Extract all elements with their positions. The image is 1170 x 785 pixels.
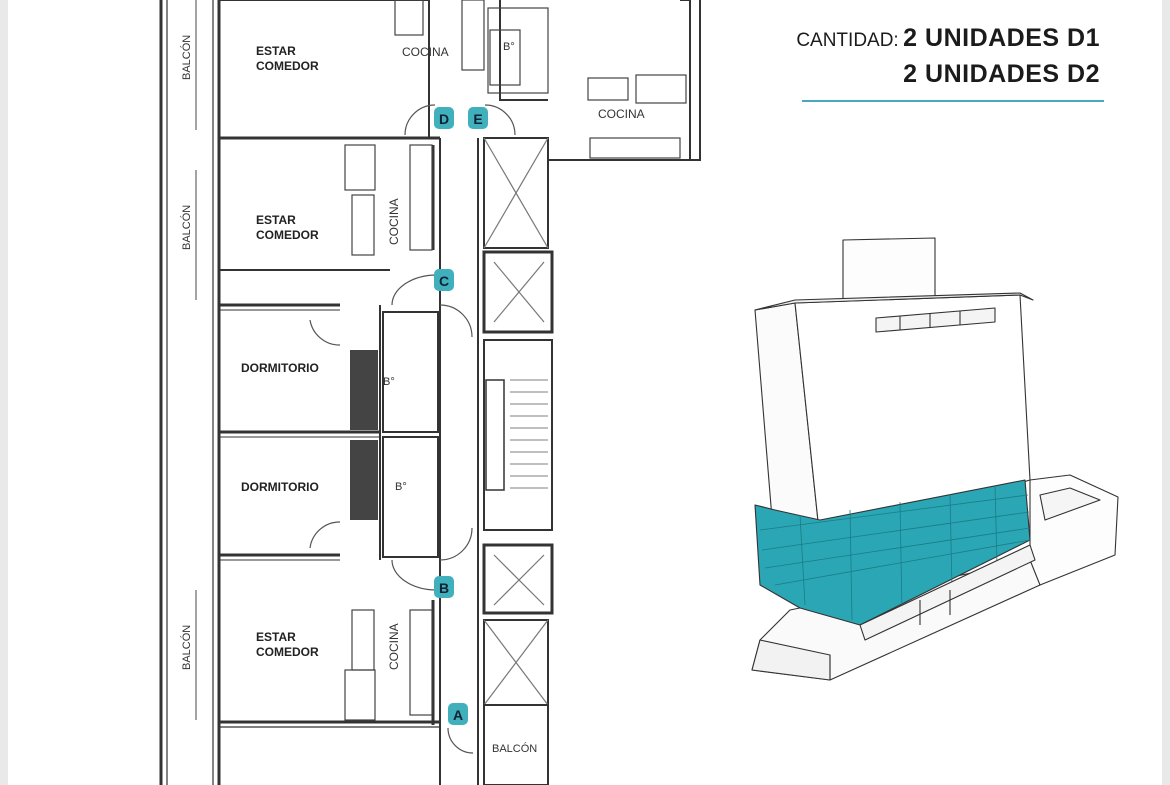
quantity-label: CANTIDAD: <box>796 30 899 51</box>
building-3d <box>751 237 1119 681</box>
unit-badge-a: A <box>448 703 468 725</box>
unit-badges: D E C B A <box>434 107 488 725</box>
room-label: COCINA <box>598 107 645 121</box>
room-label: B° <box>503 41 515 53</box>
room-label: COMEDOR <box>256 59 319 73</box>
quantity-line-2: 2 UNIDADES D2 <box>796 58 1100 94</box>
unit-badge-e: E <box>468 107 488 129</box>
quantity-line-1: CANTIDAD: 2 UNIDADES D1 <box>796 22 1100 58</box>
accent-divider <box>802 100 1104 102</box>
room-label: COCINA <box>387 198 401 245</box>
room-label: ESTAR <box>256 213 296 227</box>
quantity-value-d1: 2 UNIDADES D1 <box>903 24 1100 52</box>
unit-badge-d: D <box>434 107 454 129</box>
room-label: DORMITORIO <box>241 361 319 375</box>
quantity-value-d2: 2 UNIDADES D2 <box>903 60 1100 88</box>
unit-badge-b: B <box>434 576 454 598</box>
plan-walls <box>159 0 701 785</box>
balcony-label: BALCÓN <box>180 625 193 670</box>
room-label: COCINA <box>402 45 449 59</box>
balcony-label: BALCÓN <box>180 205 193 250</box>
balcony-label: BALCÓN <box>180 35 193 80</box>
svg-text:D: D <box>439 111 449 127</box>
room-label: COCINA <box>387 623 401 670</box>
svg-text:E: E <box>473 111 482 127</box>
room-label: B° <box>395 481 407 493</box>
unit-badge-c: C <box>434 269 454 291</box>
room-label: DORMITORIO <box>241 480 319 494</box>
quantity-block: CANTIDAD: 2 UNIDADES D1 2 UNIDADES D2 <box>796 22 1100 94</box>
room-label: COMEDOR <box>256 645 319 659</box>
plan-labels: BALCÓN BALCÓN BALCÓN BALCÓN ESTAR COMEDO… <box>180 35 645 755</box>
room-label: COMEDOR <box>256 228 319 242</box>
svg-text:B: B <box>439 580 449 596</box>
svg-text:A: A <box>453 707 463 723</box>
balcony-label: BALCÓN <box>492 742 537 755</box>
room-label: ESTAR <box>256 44 296 58</box>
room-label: ESTAR <box>256 630 296 644</box>
room-label: B° <box>383 376 395 388</box>
svg-text:C: C <box>439 273 449 289</box>
